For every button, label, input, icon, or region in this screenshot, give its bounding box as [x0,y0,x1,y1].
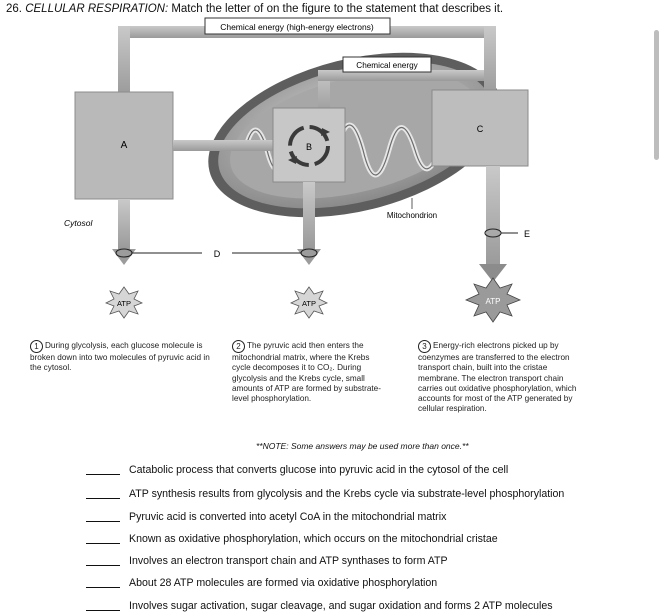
answer-blank[interactable] [86,554,120,566]
letter-d: D [214,249,221,259]
answer-blank[interactable] [86,532,120,544]
statement-text: Known as oxidative phosphorylation, whic… [129,533,498,545]
step-number: 2 [232,340,245,353]
letter-a: A [121,140,128,151]
statement-item: Known as oxidative phosphorylation, whic… [86,532,498,548]
atp-burst-krebs: ATP [290,286,328,319]
top-energy-label: Chemical energy (high-energy electrons) [220,22,374,32]
atp-arrow-glycolysis [112,199,136,265]
answer-blank[interactable] [86,510,120,522]
atp-label-2: ATP [302,299,316,308]
note-text: **NOTE: Some answers may be used more th… [256,441,469,451]
atp-label-3: ATP [486,297,501,306]
statement-item: Catabolic process that converts glucose … [86,463,508,479]
atp-burst-glycolysis: ATP [105,286,143,319]
question-instruction: Match the letter of on the figure to the… [168,3,504,15]
step-text: The pyruvic acid then enters the mitocho… [232,341,381,404]
question-header: 26. CELLULAR RESPIRATION: Match the lett… [6,3,503,15]
answer-blank[interactable] [86,463,120,475]
statement-item: Involves an electron transport chain and… [86,554,448,570]
answer-blank[interactable] [86,599,120,611]
letter-e: E [524,229,530,239]
question-number: 26. [6,3,22,15]
chemical-energy-label: Chemical energy [356,61,418,70]
answer-blank[interactable] [86,576,120,588]
statement-item: Involves sugar activation, sugar cleavag… [86,599,553,615]
cellular-respiration-figure: Chemical energy (high-energy electrons) … [64,17,530,323]
atp-arrow-oxidative [479,166,507,282]
atp-label-1: ATP [117,299,131,308]
letter-b: B [306,142,312,152]
atp-burst-oxidative: ATP [464,277,522,323]
statement-text: Pyruvic acid is converted into acetyl Co… [129,511,447,523]
question-title: CELLULAR RESPIRATION: [25,3,169,15]
step-text: Energy-rich electrons picked up by coenz… [418,341,577,414]
mitochondrion-label: Mitochondrion [387,211,437,220]
statement-item: Pyruvic acid is converted into acetyl Co… [86,510,446,526]
statement-text: ATP synthesis results from glycolysis an… [129,488,565,500]
step-text: During glycolysis, each glucose molecule… [30,341,210,373]
box-c [431,89,529,167]
krebs-cycle-icon [288,125,330,167]
statement-text: About 28 ATP molecules are formed via ox… [129,577,438,589]
step-number: 1 [30,340,43,353]
statement-text: Catabolic process that converts glucose … [129,464,509,476]
statement-text: Involves an electron transport chain and… [129,555,448,567]
scrollbar-thumb[interactable] [654,30,659,160]
answer-blank[interactable] [86,487,120,499]
box-b [272,107,346,183]
step-number: 3 [418,340,431,353]
letter-c: C [477,124,484,134]
statement-item: About 28 ATP molecules are formed via ox… [86,576,437,592]
statement-item: ATP synthesis results from glycolysis an… [86,487,564,503]
statement-text: Involves sugar activation, sugar cleavag… [129,600,553,612]
high-energy-electron-path [118,17,496,96]
cytosol-label: Cytosol [64,218,93,228]
